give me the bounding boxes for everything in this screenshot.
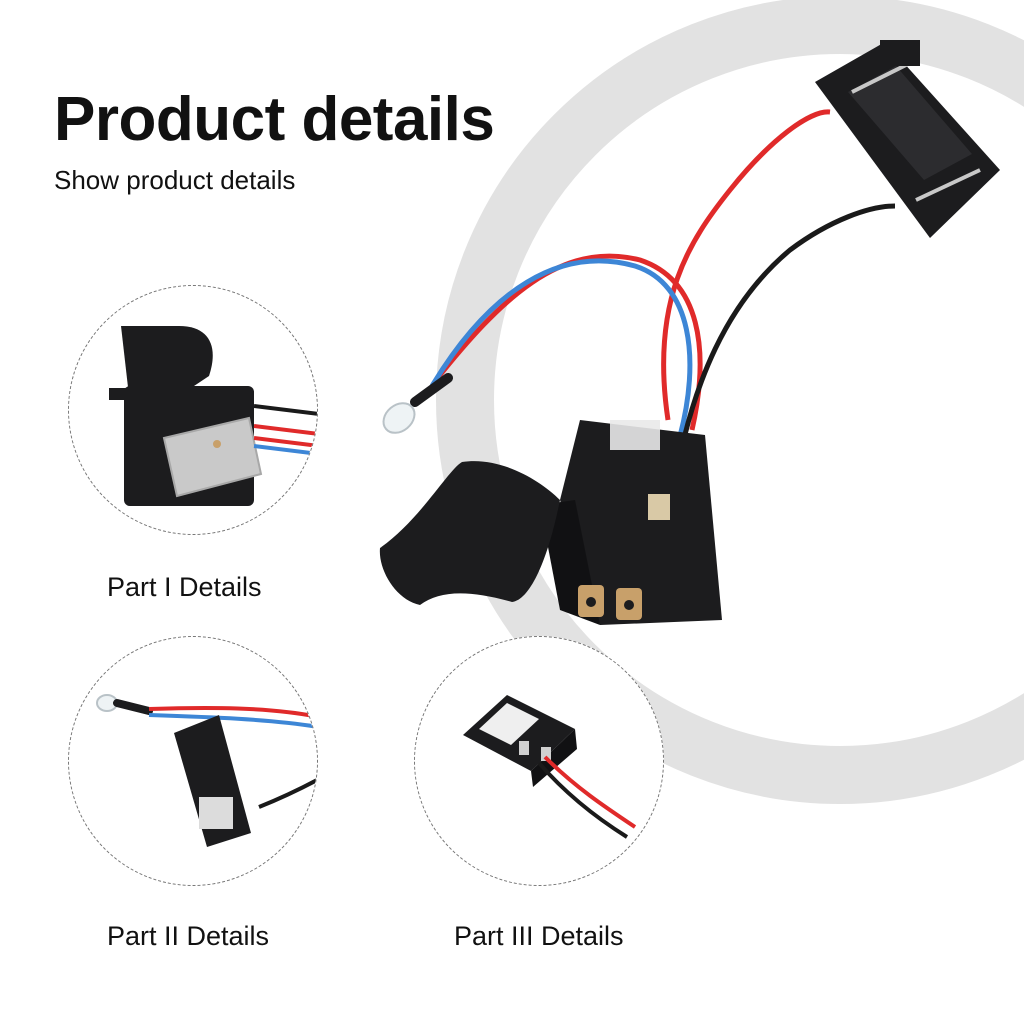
caption-part-3: Part III Details [454, 921, 624, 951]
part-1-image [109, 326, 317, 506]
trigger [379, 461, 560, 605]
led-bulb [382, 402, 416, 434]
battery-connector [815, 40, 1000, 238]
page-title: Product details [54, 85, 495, 154]
switch-body [540, 420, 722, 625]
detail-circle-part-3 [414, 636, 664, 886]
blue-wire-led [429, 258, 693, 437]
part-3-image [463, 695, 637, 839]
detail-circle-part-2 [68, 636, 318, 886]
caption-part-1: Part I Details [107, 572, 262, 602]
caption-part-2: Part II Details [107, 921, 270, 951]
page-subtitle: Show product details [54, 165, 296, 195]
red-wire-led [434, 253, 703, 431]
black-wire-main [669, 203, 896, 501]
red-wire-main [661, 109, 831, 421]
led-sleeve [410, 373, 453, 407]
part-2-image [96, 694, 317, 847]
detail-circle-part-1 [68, 285, 318, 535]
